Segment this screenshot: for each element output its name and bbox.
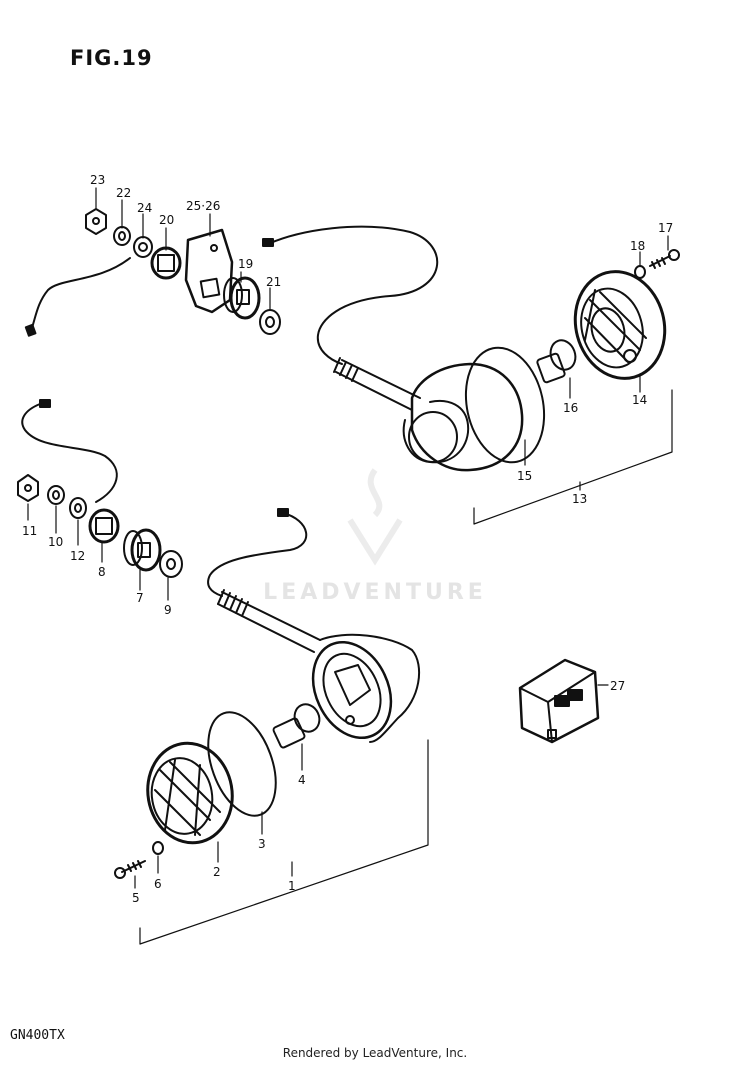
callout-3: 3: [258, 837, 266, 851]
grommet-8: [88, 508, 120, 544]
cushion-19: [229, 276, 261, 320]
screw-5: [114, 860, 146, 879]
callout-5: 5: [132, 891, 140, 905]
callout-27: 27: [610, 679, 625, 693]
housing-1: [311, 633, 421, 743]
callout-14: 14: [632, 393, 647, 407]
upper-left-wire: [31, 257, 131, 329]
washer-21: [259, 309, 281, 335]
washer-6: [152, 841, 164, 855]
screw-17: [649, 249, 680, 269]
callout-2: 2: [213, 865, 221, 879]
callout-20: 20: [159, 213, 174, 227]
washer-24: [133, 236, 153, 258]
upper-right-wire-terminal: [262, 238, 274, 247]
callout-1: 1: [288, 879, 296, 893]
callout-numbers: 23 22 24 20 25·26 19 21 18 17 16 14 15 1…: [22, 173, 673, 905]
callout-9: 9: [164, 603, 172, 617]
model-code: GN400TX: [10, 1028, 65, 1043]
upper-left-wire-terminal: [24, 323, 37, 337]
callout-11: 11: [22, 524, 37, 538]
washer-22: [113, 226, 131, 246]
callout-22: 22: [116, 186, 131, 200]
callout-24: 24: [137, 201, 152, 215]
lens-14: [573, 270, 667, 380]
callout-16: 16: [563, 401, 578, 415]
nut-23: [85, 208, 107, 235]
callout-8: 8: [98, 565, 106, 579]
callout-15: 15: [517, 469, 532, 483]
figure-title: FIG.19: [70, 46, 153, 70]
watermark-text: LEADVENTURE: [263, 580, 487, 605]
relay-27: [518, 658, 600, 744]
lower-left-wire-terminal: [39, 399, 51, 408]
callout-18: 18: [630, 239, 645, 253]
callout-13: 13: [572, 492, 587, 506]
bulb-4: [272, 703, 321, 749]
watermark-logo: [347, 468, 403, 566]
lower-stem: [217, 589, 321, 653]
nut-11: [17, 474, 39, 502]
footer-credit: Rendered by LeadVenture, Inc.: [282, 1046, 468, 1060]
lower-left-wire: [21, 403, 118, 503]
callout-10: 10: [48, 535, 63, 549]
cushion-7: [130, 528, 162, 572]
callout-21: 21: [266, 275, 281, 289]
housing-15: [410, 362, 524, 472]
callout-7: 7: [136, 591, 144, 605]
gasket-15: [464, 346, 546, 464]
grommet-20: [150, 246, 182, 280]
upper-stem: [333, 357, 421, 411]
lower-right-wire-terminal: [277, 508, 289, 517]
callout-12: 12: [70, 549, 85, 563]
washer-12: [69, 497, 87, 519]
gasket-3: [207, 711, 277, 817]
callout-19: 19: [238, 257, 253, 271]
lens-2: [146, 741, 234, 845]
callout-4: 4: [298, 773, 306, 787]
lower-right-wire: [207, 512, 308, 597]
callout-17: 17: [658, 221, 673, 235]
callout-23: 23: [90, 173, 105, 187]
bracket-25-26: [184, 228, 234, 314]
washer-9: [159, 550, 183, 578]
bulb-16: [536, 339, 577, 384]
leader-lines: [27, 187, 673, 945]
callout-25-26: 25·26: [186, 199, 220, 213]
upper-right-wire: [267, 225, 439, 365]
washer-18: [634, 265, 646, 279]
washer-10: [47, 485, 65, 505]
callout-6: 6: [154, 877, 162, 891]
